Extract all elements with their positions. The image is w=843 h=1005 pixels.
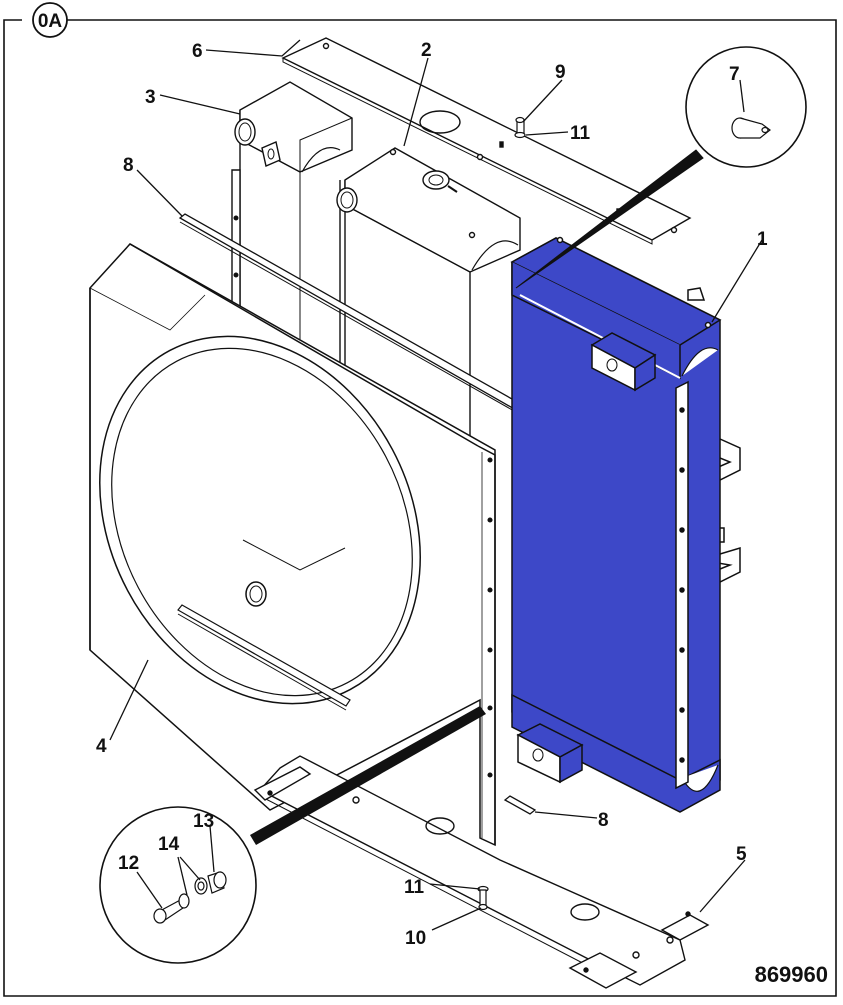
callout-6: 6 xyxy=(192,41,203,62)
callout-4: 4 xyxy=(96,736,107,757)
drawing-frame xyxy=(3,19,837,997)
washers-14-part xyxy=(178,877,208,909)
callout-10: 10 xyxy=(405,928,426,949)
p-clip-part xyxy=(731,117,771,139)
callout-7: 7 xyxy=(729,64,740,85)
callout-11-lower: 11 xyxy=(404,877,425,898)
callout-13: 13 xyxy=(193,811,214,832)
section-badge-label: 0A xyxy=(38,11,63,32)
callout-labels: 1 2 3 4 5 6 7 8 8 9 10 11 11 12 13 14 xyxy=(96,40,768,949)
oil-cooler-highlighted xyxy=(510,236,741,813)
nut-13-part xyxy=(207,871,227,894)
callout-12: 12 xyxy=(118,853,139,874)
callout-11-upper: 11 xyxy=(570,123,591,144)
section-badge: 0A xyxy=(32,2,68,38)
callout-2: 2 xyxy=(421,40,432,61)
callout-5: 5 xyxy=(736,844,747,865)
fan-shroud xyxy=(89,243,496,847)
figure-number: 869960 xyxy=(755,962,828,987)
detail-inset-clip xyxy=(515,46,807,289)
callout-3: 3 xyxy=(145,87,156,108)
callout-1: 1 xyxy=(757,229,768,250)
bolt-10-washer-11 xyxy=(477,885,489,911)
seal-strip-lower xyxy=(503,795,537,815)
lower-mounting-frame xyxy=(253,755,710,989)
leader-lines xyxy=(109,39,763,931)
callout-14: 14 xyxy=(158,834,180,855)
callout-9: 9 xyxy=(555,62,566,83)
upper-mounting-plate xyxy=(281,37,692,245)
callout-8-lower: 8 xyxy=(598,810,609,831)
bolt-9-washer-11 xyxy=(514,116,526,139)
callout-8-upper: 8 xyxy=(123,155,134,176)
detail-inset-fasteners xyxy=(99,706,486,964)
